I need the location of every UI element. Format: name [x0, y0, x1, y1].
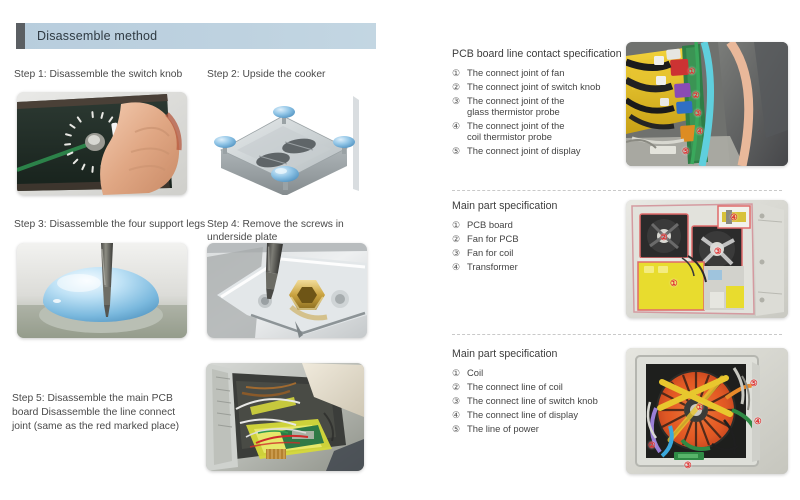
- item-text: The connect joint of switch knob: [467, 81, 601, 93]
- item-number: ④: [452, 261, 461, 272]
- step-3-photo: [17, 243, 187, 338]
- page-header-band: Disassemble method: [16, 23, 376, 49]
- item-text: The connect line of display: [467, 409, 579, 421]
- item-number: ⑤: [452, 423, 461, 434]
- list-item: ② Fan for PCB: [452, 233, 800, 245]
- item-number: ④: [452, 120, 461, 131]
- step-3-label: Step 3: Disassemble the four support leg…: [14, 219, 206, 230]
- header-accent-bar: [16, 23, 25, 49]
- list-item: ③ The connect joint of the glass thermis…: [452, 95, 800, 118]
- spec-list: ① Coil ② The connect line of coil ③ The …: [452, 367, 800, 435]
- pcb-fans-transformer-photo: ① ② ③ ④: [626, 200, 788, 318]
- spec-title: PCB board line contact specification: [452, 48, 622, 60]
- item-number: ②: [452, 233, 461, 244]
- spec-section-pcb-line-contact: PCB board line contact specification ① T…: [452, 48, 800, 159]
- item-number: ④: [452, 409, 461, 420]
- item-number: ①: [452, 367, 461, 378]
- item-text: The connect joint of fan: [467, 67, 565, 78]
- item-text: The connect joint of the coil thermistor…: [467, 120, 565, 143]
- item-text: The connect line of switch knob: [467, 395, 598, 407]
- item-text: The line of power: [467, 423, 539, 435]
- section-divider: [452, 190, 782, 191]
- step-5-label: Step 5: Disassemble the main PCB board D…: [12, 393, 180, 432]
- item-number: ③: [452, 247, 461, 258]
- list-item: ① Coil: [452, 367, 800, 379]
- item-text: The connect joint of the glass thermisto…: [467, 95, 565, 118]
- spec-title: Main part specification: [452, 200, 558, 212]
- page-title: Disassemble method: [37, 29, 158, 43]
- item-text: Transformer: [467, 261, 518, 273]
- item-text: The connect joint of display: [467, 145, 581, 157]
- item-number: ⑤: [452, 145, 461, 156]
- spec-list: ① PCB board ② Fan for PCB ③ Fan for coil…: [452, 219, 800, 273]
- item-text: PCB board: [467, 219, 513, 230]
- right-column: PCB board line contact specification ① T…: [430, 0, 800, 500]
- step-2-photo: [207, 92, 367, 195]
- item-text: The connect line of coil: [467, 381, 563, 393]
- item-number: ②: [452, 381, 461, 392]
- induction-coil-wiring-photo: ① ② ③ ④ ⑤: [626, 348, 788, 474]
- list-item: ④ The connect joint of the coil thermist…: [452, 120, 800, 143]
- step-4-label: Step 4: Remove the screws in underside p…: [207, 219, 344, 244]
- left-column: Step 1: Disassemble the switch knob: [12, 69, 367, 471]
- section-divider: [452, 334, 782, 335]
- item-number: ②: [452, 81, 461, 92]
- step-5-photo: [206, 363, 364, 471]
- spec-section-main-part-1: Main part specification ① PCB board ② Fa…: [452, 200, 800, 275]
- list-item: ② The connect joint of switch knob: [452, 81, 800, 93]
- list-item: ③ Fan for coil: [452, 247, 800, 259]
- item-text: Fan for coil: [467, 247, 514, 259]
- item-number: ①: [452, 67, 461, 78]
- step-4-photo: [207, 243, 367, 338]
- list-item: ① PCB board: [452, 219, 800, 231]
- item-text: Fan for PCB: [467, 233, 519, 245]
- item-text: Coil: [467, 367, 484, 378]
- list-item: ④ The connect line of display: [452, 409, 800, 421]
- list-item: ① The connect joint of fan: [452, 67, 800, 79]
- list-item: ⑤ The connect joint of display: [452, 145, 800, 157]
- spec-list: ① The connect joint of fan ② The connect…: [452, 67, 800, 157]
- list-item: ③ The connect line of switch knob: [452, 395, 800, 407]
- step-1-label: Step 1: Disassemble the switch knob: [14, 69, 183, 80]
- step-1-photo: [17, 92, 187, 195]
- list-item: ④ Transformer: [452, 261, 800, 273]
- pcb-wiring-closeup-photo: ① ② ③ ④ ⑤: [626, 42, 788, 166]
- spec-title: Main part specification: [452, 348, 558, 360]
- item-number: ①: [452, 219, 461, 230]
- step-2-label: Step 2: Upside the cooker: [207, 69, 326, 80]
- list-item: ⑤ The line of power: [452, 423, 800, 435]
- spec-section-main-part-2: Main part specification ① Coil ② The con…: [452, 348, 800, 437]
- item-number: ③: [452, 395, 461, 406]
- list-item: ② The connect line of coil: [452, 381, 800, 393]
- item-number: ③: [452, 95, 461, 106]
